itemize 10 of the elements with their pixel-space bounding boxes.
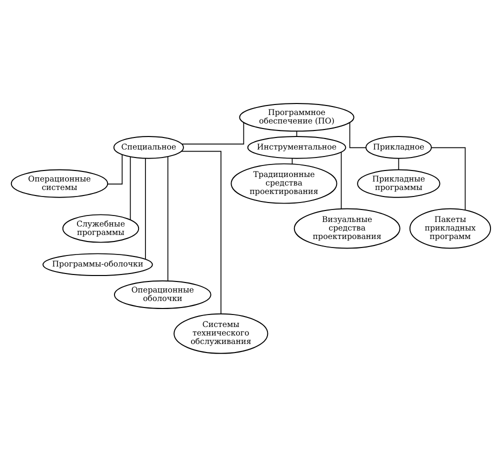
connector [166,156,168,282]
connector [129,156,130,220]
connector [340,152,342,210]
connector [430,147,466,211]
connector [106,154,122,185]
connector [348,122,366,148]
connector [144,158,146,260]
connector [180,150,221,314]
connector [180,122,244,144]
connector [398,158,399,170]
